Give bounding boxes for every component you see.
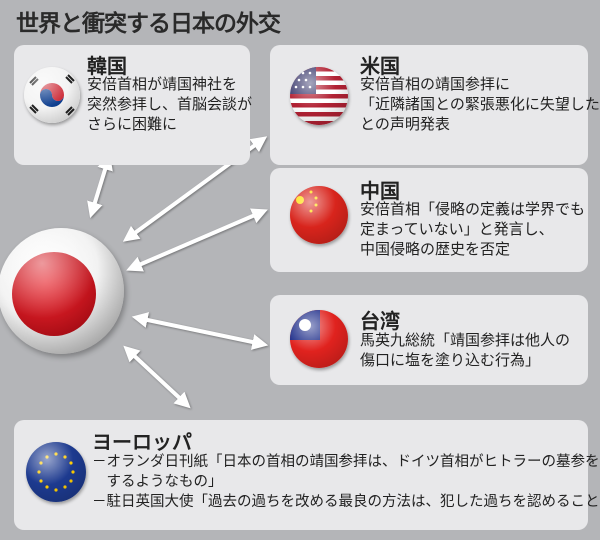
korea-name: 韓国 — [87, 56, 127, 78]
text-line: 「近隣諸国との緊張悪化に失望した」 — [360, 96, 600, 113]
eu-flag-icon — [26, 442, 86, 502]
arrow-china — [126, 208, 268, 272]
korea-card: 韓国 安倍首相が靖国神社を 突然参拝し、首脳会談が さらに困難に — [14, 45, 252, 165]
taiwan-card: 台湾 馬英九総統「靖国参拝は他人の 傷口に塩を塗り込む行為」 — [270, 295, 588, 385]
taiwan-text: 馬英九総統「靖国参拝は他人の 傷口に塩を塗り込む行為」 — [360, 331, 570, 371]
text-line: との声明発表 — [360, 116, 450, 133]
text-line: 傷口に塩を塗り込む行為」 — [360, 352, 541, 369]
page-title: 世界と衝突する日本の外交 — [16, 10, 281, 36]
text-line: －オランダ日刊紙「日本の首相の靖国参拝は、ドイツ首相がヒトラーの墓参を — [92, 454, 600, 470]
usa-card: 米国 安倍首相の靖国参拝に 「近隣諸国との緊張悪化に失望した」 との声明発表 — [270, 45, 600, 165]
china-flag-icon — [290, 186, 348, 244]
china-name: 中国 — [360, 181, 400, 203]
taiwan-flag-icon — [290, 310, 348, 368]
europe-name: ヨーロッパ — [92, 432, 192, 454]
china-text: 安倍首相「侵略の定義は学界でも 定まっていない」と発言し、 中国侵略の歴史を否定 — [360, 200, 585, 260]
china-card: 中国 安倍首相「侵略の定義は学界でも 定まっていない」と発言し、 中国侵略の歴史… — [270, 168, 588, 272]
europe-card: ヨーロッパ －オランダ日刊紙「日本の首相の靖国参拝は、ドイツ首相がヒトラーの墓参… — [14, 420, 600, 530]
arrow-korea — [87, 153, 113, 219]
europe-text: －オランダ日刊紙「日本の首相の靖国参拝は、ドイツ首相がヒトラーの墓参を するよう… — [92, 452, 600, 512]
japan-flag-sphere — [0, 228, 124, 354]
text-line: 突然参拝し、首脳会談が — [87, 96, 253, 113]
text-line: 定まっていない」と発言し、 — [360, 221, 554, 238]
usa-name: 米国 — [360, 56, 400, 78]
text-line: 安倍首相の靖国参拝に — [360, 76, 511, 93]
text-line: 馬英九総統「靖国参拝は他人の — [360, 332, 571, 349]
usa-flag-icon — [290, 67, 348, 125]
text-line: 安倍首相が靖国神社を — [87, 76, 238, 93]
arrow-taiwan — [131, 312, 269, 350]
south-korea-flag-icon — [24, 67, 80, 123]
text-line: 安倍首相「侵略の定義は学界でも — [360, 201, 586, 218]
text-line: －駐日英国大使「過去の過ちを改める最良の方法は、犯した過ちを認めることだ」 — [92, 494, 600, 510]
text-line: さらに困難に — [87, 116, 178, 133]
text-line: するようなもの」 — [92, 474, 223, 490]
arrow-europe — [123, 345, 191, 409]
usa-text: 安倍首相の靖国参拝に 「近隣諸国との緊張悪化に失望した」 との声明発表 — [360, 75, 600, 135]
taiwan-name: 台湾 — [360, 311, 400, 333]
text-line: 中国侵略の歴史を否定 — [360, 241, 511, 258]
korea-text: 安倍首相が靖国神社を 突然参拝し、首脳会談が さらに困難に — [87, 75, 252, 135]
